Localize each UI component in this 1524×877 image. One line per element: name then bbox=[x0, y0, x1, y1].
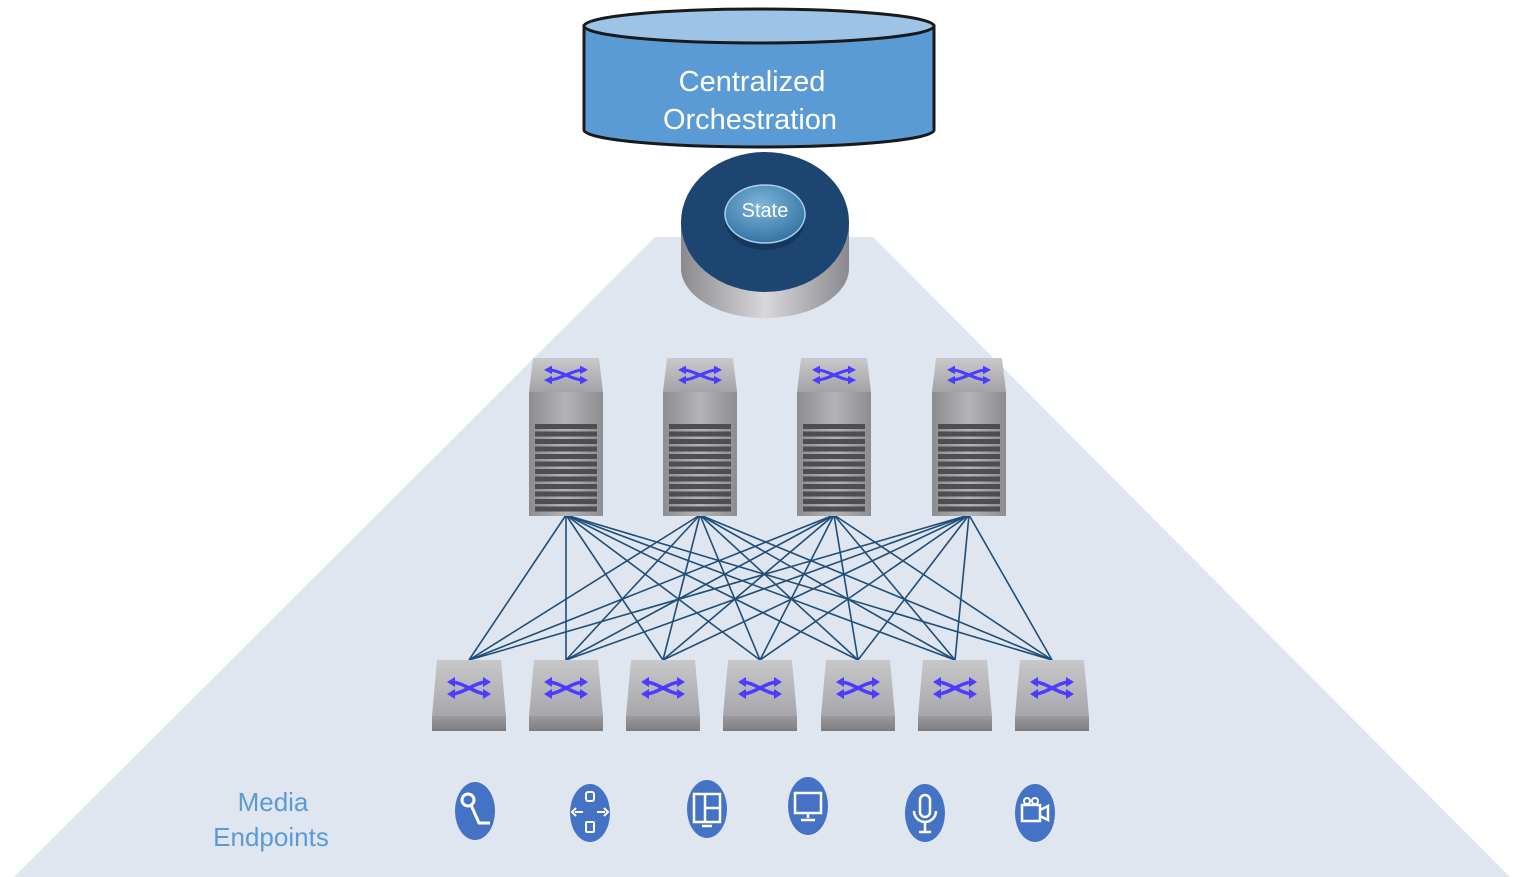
mesh-link bbox=[565, 514, 835, 661]
mesh-link bbox=[468, 514, 835, 661]
media-endpoints-label-line2: Endpoints bbox=[213, 822, 329, 852]
orchestration-cylinder: Centralized Orchestration bbox=[582, 7, 936, 149]
mesh-link bbox=[699, 514, 859, 661]
leaf-switch-4 bbox=[723, 660, 797, 731]
mesh-link bbox=[468, 514, 970, 661]
orchestration-title-line2: Orchestration bbox=[663, 104, 837, 136]
mesh-link bbox=[954, 514, 970, 661]
orchestration-title-line1: Centralized bbox=[679, 66, 826, 98]
microphone-stand-icon bbox=[455, 782, 495, 840]
spine-switch-2 bbox=[663, 358, 737, 516]
mesh-link bbox=[662, 514, 835, 661]
mesh-link bbox=[565, 514, 1053, 661]
spine-switch-3 bbox=[797, 358, 871, 516]
mesh-link bbox=[565, 514, 970, 661]
mesh-link bbox=[565, 514, 956, 661]
leaf-switch-2 bbox=[529, 660, 603, 731]
mesh-link bbox=[833, 514, 859, 661]
mesh-link bbox=[699, 514, 1053, 661]
state-label: State bbox=[742, 200, 789, 222]
mesh-link bbox=[759, 514, 970, 661]
mesh-link bbox=[857, 514, 970, 661]
background-trapezoid bbox=[14, 237, 1510, 877]
mesh-links bbox=[468, 514, 1053, 661]
mesh-link bbox=[833, 514, 956, 661]
mesh-link bbox=[968, 514, 1053, 661]
monitor-icon bbox=[788, 777, 828, 835]
mesh-link bbox=[468, 514, 567, 661]
mesh-link bbox=[833, 514, 1053, 661]
leaf-switch-6 bbox=[918, 660, 992, 731]
mesh-link bbox=[662, 514, 970, 661]
mesh-link bbox=[759, 514, 835, 661]
mesh-link bbox=[565, 514, 859, 661]
leaf-switch-5 bbox=[821, 660, 895, 731]
media-endpoint-icons bbox=[455, 777, 1055, 842]
multiviewer-display-icon bbox=[687, 780, 727, 838]
mesh-link bbox=[565, 514, 701, 661]
leaf-switch-7 bbox=[1015, 660, 1089, 731]
mesh-link bbox=[565, 514, 761, 661]
state-button bbox=[724, 184, 806, 244]
spine-switch-4 bbox=[932, 358, 1006, 516]
state-disc: State bbox=[681, 152, 849, 318]
leaf-layer bbox=[432, 660, 1089, 731]
microphone-icon bbox=[905, 784, 945, 842]
leaf-switch-1 bbox=[432, 660, 506, 731]
mesh-link bbox=[699, 514, 761, 661]
video-camera-icon bbox=[1015, 784, 1055, 842]
mesh-link bbox=[468, 514, 701, 661]
spine-switch-1 bbox=[529, 358, 603, 516]
mesh-link bbox=[699, 514, 956, 661]
spine-layer bbox=[529, 358, 1006, 516]
mesh-link bbox=[662, 514, 701, 661]
mesh-link bbox=[565, 514, 664, 661]
leaf-switch-3 bbox=[626, 660, 700, 731]
media-endpoints-label-line1: Media bbox=[238, 787, 309, 817]
network-hub-icon bbox=[570, 784, 610, 842]
